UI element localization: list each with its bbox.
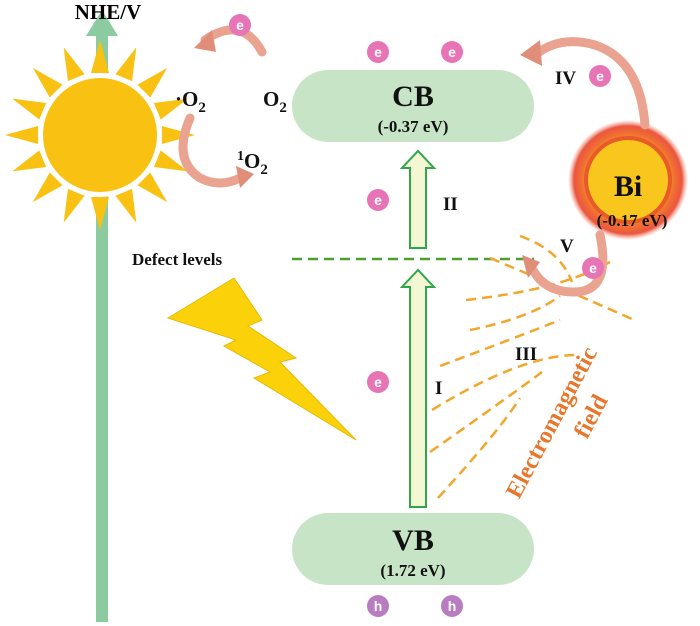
valence-band: VB (1.72 eV) [292,513,534,585]
svg-text:e: e [236,17,244,33]
bi-core [584,136,672,224]
superoxide-to-singlet-arrow [178,113,245,188]
step-IV-label: IV [555,68,576,89]
singlet-oxygen-label: 1O2 [237,149,268,178]
step-III-label: III [515,344,537,365]
svg-text:h: h [374,598,383,614]
electron: e [367,189,389,211]
electron: e [589,65,611,87]
singlet-arrow-head [236,166,254,188]
vb-value: (1.72 eV) [380,561,445,580]
conduction-band: CB (-0.37 eV) [292,70,534,142]
step-II-label: II [443,194,458,215]
sun-icon [5,40,195,230]
svg-text:e: e [374,44,382,60]
electron: e [441,41,463,63]
transition-arrow-II [399,149,437,249]
cb-value: (-0.37 eV) [378,117,449,136]
cb-pill [292,70,534,142]
bi-value: (-0.17 eV) [597,211,668,230]
vb-label: VB [392,524,434,557]
arrow-V-head [522,255,540,278]
hole: h [441,595,463,617]
axis-arrowhead [86,10,118,36]
oxygen-label: O2 [263,87,287,116]
svg-text:h: h [448,598,457,614]
electron: e [367,41,389,63]
o2-arrow-head [194,30,216,52]
lightning-icon [166,277,357,441]
electron: e [229,14,251,36]
bi-particle: Bi (-0.17 eV) [568,120,688,240]
cb-label: CB [392,80,434,113]
svg-text:e: e [596,68,604,84]
transition-arrow-I [399,268,437,508]
svg-text:e: e [589,260,597,276]
electron: e [582,257,604,279]
defect-level: Defect levels [132,250,534,269]
step-I-label: I [435,378,442,399]
axis-label: NHE/V [75,0,142,24]
svg-text:e: e [448,44,456,60]
field-arc-2 [489,256,635,322]
svg-text:e: e [374,374,382,390]
electron: e [367,371,389,393]
svg-text:e: e [374,192,382,208]
vb-pill [292,513,534,585]
arrow-V-bi-to-defect [528,230,608,297]
arrow-IV-head [520,40,542,66]
defect-label: Defect levels [132,250,223,269]
bi-label: Bi [614,170,642,203]
arrow-IV-bi-to-cb [530,37,650,130]
step-V-label: V [560,236,574,257]
hole: h [367,595,389,617]
superoxide-label: ·O2 [175,87,206,116]
